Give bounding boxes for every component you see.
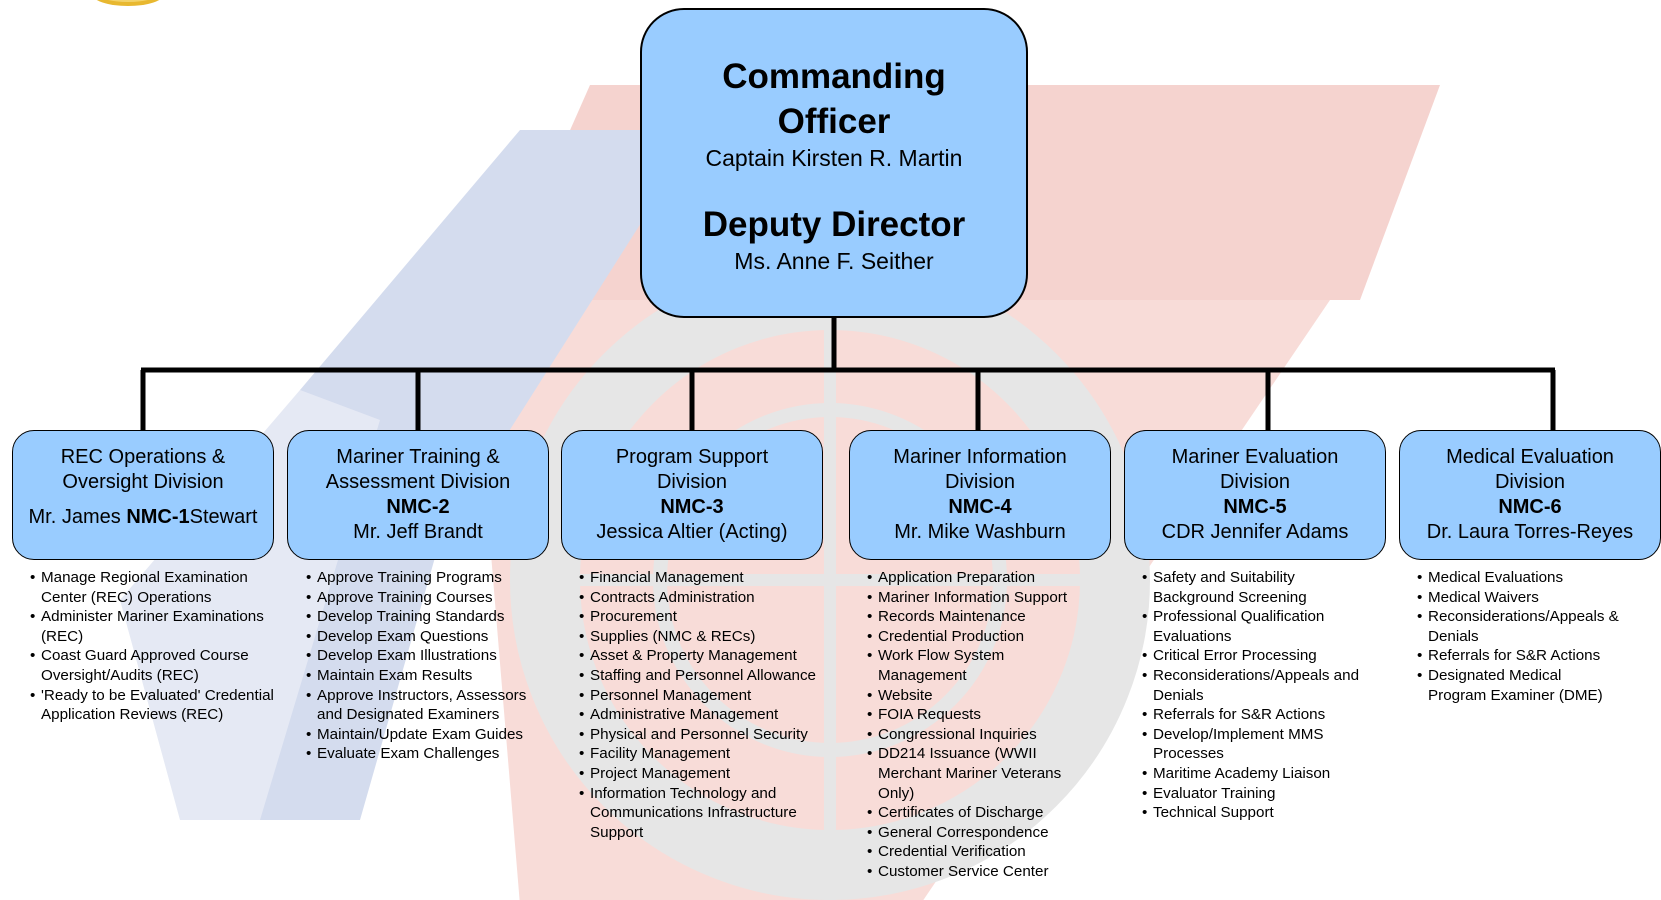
duty-item: Application Preparation xyxy=(867,568,1082,588)
duty-item: Staffing and Personnel Allowance xyxy=(579,666,819,686)
duty-item: Approve Training Programs xyxy=(306,568,546,588)
duty-item: Work Flow System Management xyxy=(867,646,1082,685)
division-head-suffix: Stewart xyxy=(189,506,258,528)
duty-item: Administrative Management xyxy=(579,705,819,725)
division-code: NMC-3 xyxy=(660,496,724,518)
division-code: NMC-5 xyxy=(1223,496,1287,518)
duty-item: Critical Error Processing xyxy=(1142,646,1362,666)
division-duties-nmc-6: Medical Evaluations Medical Waivers Reco… xyxy=(1417,568,1622,705)
coast-guard-seal-logo xyxy=(96,0,160,6)
division-head: CDR Jennifer Adams xyxy=(1161,521,1349,543)
duty-item: General Correspondence xyxy=(867,823,1082,843)
duty-item: Website xyxy=(867,686,1082,706)
division-code: NMC-4 xyxy=(948,496,1012,518)
duty-item: Evaluate Exam Challenges xyxy=(306,744,546,764)
duty-item: Project Management xyxy=(579,764,819,784)
division-head: Mr. Mike Washburn xyxy=(894,521,1066,543)
deputy-director-name: Ms. Anne F. Seither xyxy=(734,248,934,274)
division-title-line1: REC Operations & xyxy=(60,446,226,468)
duty-item: Develop Exam Illustrations xyxy=(306,646,546,666)
duty-item: Maintain/Update Exam Guides xyxy=(306,725,546,745)
division-head-prefix: Mr. James xyxy=(28,506,127,528)
division-box-nmc-6: Medical Evaluation Division NMC-6 Dr. La… xyxy=(1399,430,1661,560)
duty-item: Credential Production xyxy=(867,627,1082,647)
duty-item: Reconsiderations/Appeals and Denials xyxy=(1142,666,1362,705)
duty-item: Mariner Information Support xyxy=(867,588,1082,608)
deputy-director-title: Deputy Director xyxy=(702,205,966,244)
division-code: NMC-6 xyxy=(1498,496,1562,518)
duty-item: Professional Qualification Evaluations xyxy=(1142,607,1362,646)
division-box-nmc-1: REC Operations & Oversight Division Mr. … xyxy=(12,430,274,560)
division-code: NMC-2 xyxy=(386,496,450,518)
duty-item: Supplies (NMC & RECs) xyxy=(579,627,819,647)
division-box-nmc-4: Mariner Information Division NMC-4 Mr. M… xyxy=(849,430,1111,560)
duty-item: Safety and Suitability Background Screen… xyxy=(1142,568,1362,607)
duty-item: Approve Training Courses xyxy=(306,588,546,608)
division-head: Jessica Altier (Acting) xyxy=(596,521,788,543)
division-title-line2: Division xyxy=(1494,471,1566,493)
duty-item: Facility Management xyxy=(579,744,819,764)
duty-item: Develop/Implement MMS Processes xyxy=(1142,725,1362,764)
duty-item: Procurement xyxy=(579,607,819,627)
division-head: Dr. Laura Torres-Reyes xyxy=(1426,521,1634,543)
duty-item: 'Ready to be Evaluated' Credential Appli… xyxy=(30,686,280,725)
duty-item: FOIA Requests xyxy=(867,705,1082,725)
division-title-line1: Medical Evaluation xyxy=(1446,446,1614,468)
duty-item: Credential Verification xyxy=(867,842,1082,862)
duty-item: Asset & Property Management xyxy=(579,646,819,666)
division-box-nmc-3: Program Support Division NMC-3 Jessica A… xyxy=(561,430,823,560)
division-title-line2: Assessment Division xyxy=(325,471,511,493)
commanding-officer-title-line2: Officer xyxy=(777,102,891,141)
duty-item: Personnel Management xyxy=(579,686,819,706)
duty-item: Develop Exam Questions xyxy=(306,627,546,647)
division-duties-nmc-5: Safety and Suitability Background Screen… xyxy=(1142,568,1362,823)
duty-item: Manage Regional Examination Center (REC)… xyxy=(30,568,280,607)
duty-item: Financial Management xyxy=(579,568,819,588)
duty-item: Records Maintenance xyxy=(867,607,1082,627)
duty-item: Reconsiderations/Appeals & Denials xyxy=(1417,607,1622,646)
division-title-line2: Oversight Division xyxy=(62,471,224,493)
duty-item: Maritime Academy Liaison xyxy=(1142,764,1362,784)
duty-item: DD214 Issuance (WWII Merchant Mariner Ve… xyxy=(867,744,1082,803)
division-box-nmc-2: Mariner Training & Assessment Division N… xyxy=(287,430,549,560)
duty-item: Congressional Inquiries xyxy=(867,725,1082,745)
division-head: Mr. Jeff Brandt xyxy=(353,521,483,543)
duty-item: Physical and Personnel Security xyxy=(579,725,819,745)
division-title-line1: Mariner Evaluation xyxy=(1171,446,1339,468)
commanding-officer-box: Commanding Officer Captain Kirsten R. Ma… xyxy=(640,8,1028,318)
duty-item: Evaluator Training xyxy=(1142,784,1362,804)
division-title-line1: Mariner Training & xyxy=(336,446,500,468)
division-title-line2: Division xyxy=(944,471,1016,493)
duty-item: Develop Training Standards xyxy=(306,607,546,627)
duty-item: Medical Waivers xyxy=(1417,588,1622,608)
division-title-line2: Division xyxy=(656,471,728,493)
duty-item: Referrals for S&R Actions xyxy=(1142,705,1362,725)
duty-item: Approve Instructors, Assessors and Desig… xyxy=(306,686,546,725)
duty-item: Referrals for S&R Actions xyxy=(1417,646,1622,666)
division-duties-nmc-3: Financial Management Contracts Administr… xyxy=(579,568,819,842)
division-duties-nmc-2: Approve Training Programs Approve Traini… xyxy=(306,568,546,764)
division-title-line1: Program Support xyxy=(615,446,769,468)
duty-item: Information Technology and Communication… xyxy=(579,784,819,843)
duty-item: Customer Service Center xyxy=(867,862,1082,882)
duty-item: Coast Guard Approved Course Oversight/Au… xyxy=(30,646,280,685)
division-duties-nmc-1: Manage Regional Examination Center (REC)… xyxy=(30,568,280,725)
duty-item: Designated Medical Program Examiner (DME… xyxy=(1417,666,1622,705)
commanding-officer-title-line1: Commanding xyxy=(722,57,946,96)
division-title-line2: Division xyxy=(1219,471,1291,493)
division-duties-nmc-4: Application Preparation Mariner Informat… xyxy=(867,568,1082,882)
division-box-nmc-5: Mariner Evaluation Division NMC-5 CDR Je… xyxy=(1124,430,1386,560)
duty-item: Contracts Administration xyxy=(579,588,819,608)
division-head-line: Mr. James NMC-1Stewart xyxy=(13,505,273,530)
duty-item: Certificates of Discharge xyxy=(867,803,1082,823)
duty-item: Administer Mariner Examinations (REC) xyxy=(30,607,280,646)
commanding-officer-name: Captain Kirsten R. Martin xyxy=(705,145,963,171)
duty-item: Medical Evaluations xyxy=(1417,568,1622,588)
division-code: NMC-1 xyxy=(126,506,190,528)
duty-item: Maintain Exam Results xyxy=(306,666,546,686)
division-title-line1: Mariner Information xyxy=(893,446,1067,468)
duty-item: Technical Support xyxy=(1142,803,1362,823)
